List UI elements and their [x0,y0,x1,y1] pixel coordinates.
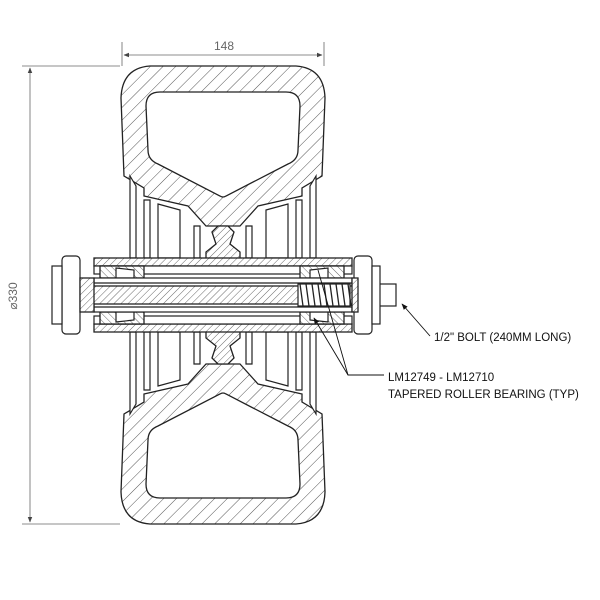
width-dimension: 148 [121,39,325,66]
bolt-head-washer [51,255,95,335]
rim-upper [129,173,317,261]
diameter-value: 330 [6,282,20,302]
bearing-callout-line1: LM12749 - LM12710 [388,372,494,384]
nut-washer [351,255,381,335]
diameter-dimension: ⌀330 [6,65,120,525]
diameter-dimension-label: ⌀330 [6,282,20,310]
bolt-callout: 1/2" BOLT (240MM LONG) [401,303,571,344]
tyre-upper-section [120,65,326,227]
diameter-symbol: ⌀ [6,302,20,309]
tyre-lower-section [120,363,326,525]
bolt [57,283,397,307]
hub-tube [93,257,353,333]
width-dimension-label: 148 [214,39,234,53]
bearing-callout-line2: TAPERED ROLLER BEARING (TYP) [388,389,579,401]
bearing-callout: LM12749 - LM12710 TAPERED ROLLER BEARING… [313,269,579,401]
bolt-callout-label: 1/2" BOLT (240MM LONG) [434,332,571,344]
